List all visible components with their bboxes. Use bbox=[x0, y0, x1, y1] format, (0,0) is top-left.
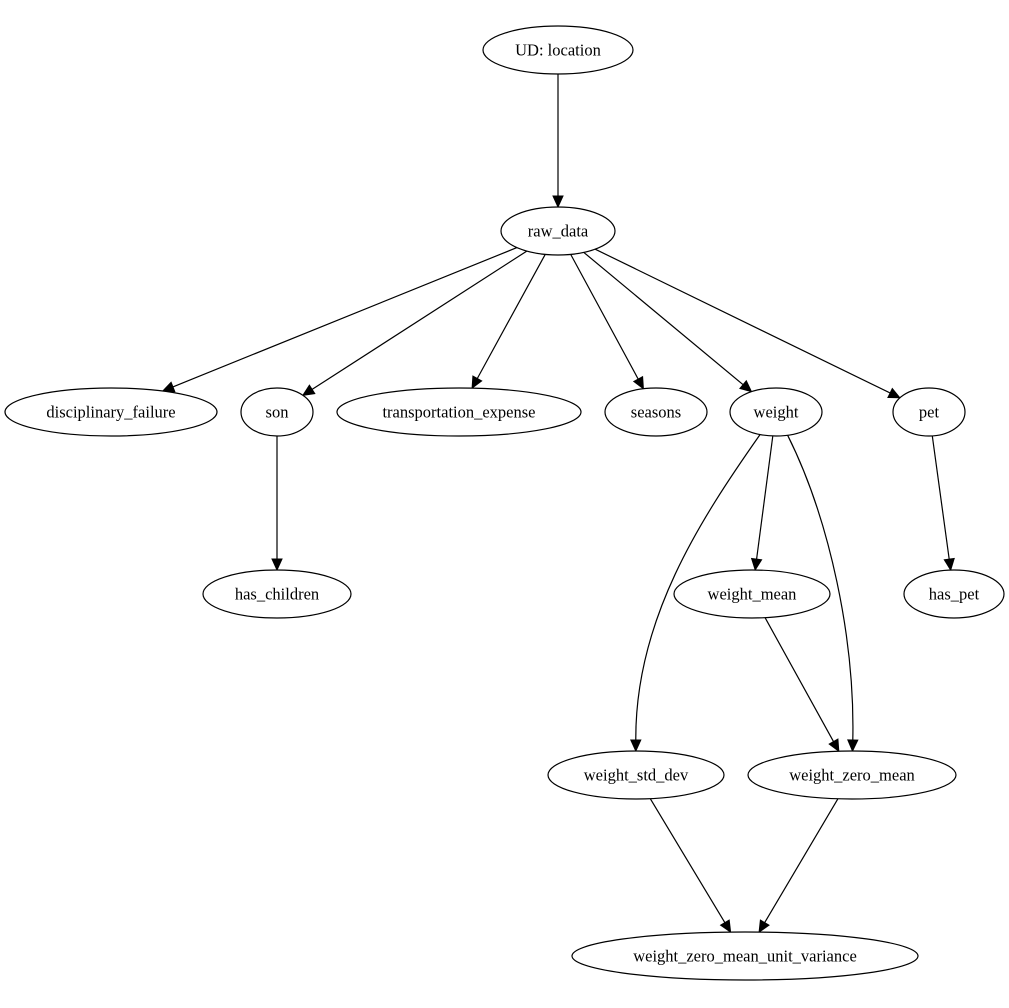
edge-line bbox=[764, 617, 835, 742]
edge-weight-to-weight_zero_mean bbox=[787, 434, 859, 753]
arrowhead bbox=[552, 195, 564, 209]
arrowhead bbox=[943, 557, 955, 572]
edge-line bbox=[764, 798, 839, 923]
node-ellipse bbox=[604, 387, 708, 437]
edge-line bbox=[635, 434, 761, 741]
node-label: weight_zero_mean_unit_variance bbox=[633, 947, 857, 966]
edge-line bbox=[172, 247, 518, 388]
arrowhead bbox=[887, 387, 901, 399]
node-label: disciplinary_failure bbox=[46, 403, 175, 422]
node-weight-std-dev: weight_std_dev bbox=[547, 750, 725, 800]
arrowhead bbox=[632, 375, 644, 390]
arrowhead bbox=[739, 379, 753, 393]
edge-son-to-has_children bbox=[271, 436, 283, 572]
node-pet: pet bbox=[892, 387, 966, 437]
node-ellipse bbox=[240, 387, 314, 437]
edge-line bbox=[787, 434, 854, 741]
arrowhead bbox=[828, 738, 840, 753]
arrowhead bbox=[750, 557, 763, 572]
node-ellipse bbox=[673, 569, 831, 619]
edge-pet-to-has_pet bbox=[931, 435, 955, 572]
edge-line bbox=[583, 251, 744, 386]
edge-raw_data-to-disciplinary_failure bbox=[161, 247, 518, 393]
node-weight-zero-mean-unit-variance: weight_zero_mean_unit_variance bbox=[571, 931, 919, 981]
node-ellipse bbox=[482, 25, 634, 75]
edge-raw_data-to-weight bbox=[583, 251, 753, 393]
node-ellipse bbox=[747, 750, 957, 800]
edges-layer bbox=[161, 74, 955, 934]
node-label: weight bbox=[754, 403, 799, 422]
node-ellipse bbox=[547, 750, 725, 800]
edge-weight-to-weight_mean bbox=[750, 435, 774, 572]
edge-raw_data-to-pet bbox=[594, 248, 901, 399]
arrowhead bbox=[758, 919, 770, 934]
edge-line bbox=[649, 798, 726, 924]
node-label: weight_mean bbox=[708, 585, 797, 604]
arrowhead bbox=[301, 384, 316, 396]
node-seasons: seasons bbox=[604, 387, 708, 437]
node-has-children: has_children bbox=[202, 569, 352, 619]
node-disciplinary-failure: disciplinary_failure bbox=[4, 387, 218, 437]
node-son: son bbox=[240, 387, 314, 437]
node-label: UD: location bbox=[515, 41, 601, 60]
node-raw-data: raw_data bbox=[500, 206, 616, 256]
node-ellipse bbox=[202, 569, 352, 619]
node-weight: weight bbox=[729, 387, 823, 437]
node-label: weight_zero_mean bbox=[789, 766, 915, 785]
node-weight-mean: weight_mean bbox=[673, 569, 831, 619]
arrowhead bbox=[271, 558, 283, 572]
node-label: weight_std_dev bbox=[584, 766, 689, 785]
node-ellipse bbox=[571, 931, 919, 981]
node-ellipse bbox=[500, 206, 616, 256]
arrowhead bbox=[719, 919, 732, 934]
node-ellipse bbox=[892, 387, 966, 437]
node-ellipse bbox=[903, 569, 1005, 619]
edge-raw_data-to-seasons bbox=[570, 254, 644, 390]
edge-weight_mean-to-weight_zero_mean bbox=[764, 617, 840, 753]
edge-raw_data-to-son bbox=[301, 250, 528, 396]
edge-line bbox=[570, 254, 639, 380]
edge-line bbox=[476, 254, 546, 379]
edge-ud_location-to-raw_data bbox=[552, 74, 564, 209]
node-ellipse bbox=[336, 387, 582, 437]
arrowhead bbox=[161, 381, 176, 393]
edge-weight-to-weight_std_dev bbox=[630, 434, 761, 753]
nodes-layer: UD: location raw_data disciplinary_failure… bbox=[4, 25, 1005, 981]
edge-line bbox=[311, 250, 528, 390]
edge-line bbox=[594, 248, 891, 394]
node-label: pet bbox=[919, 403, 940, 422]
node-ellipse bbox=[4, 387, 218, 437]
edge-raw_data-to-transportation_expense bbox=[471, 254, 546, 390]
edge-line bbox=[931, 435, 950, 560]
node-label: raw_data bbox=[528, 222, 589, 241]
arrowhead bbox=[630, 739, 642, 753]
edge-line bbox=[756, 435, 774, 560]
arrowhead bbox=[471, 375, 483, 390]
node-ellipse bbox=[729, 387, 823, 437]
edge-weight_std_dev-to-weight_zero_mean_unit_variance bbox=[649, 798, 732, 934]
node-transportation-expense: transportation_expense bbox=[336, 387, 582, 437]
node-label: has_children bbox=[235, 585, 319, 604]
node-label: transportation_expense bbox=[382, 403, 535, 422]
arrowhead bbox=[847, 739, 859, 753]
node-label: has_pet bbox=[929, 585, 980, 604]
node-label: son bbox=[266, 403, 289, 422]
node-weight-zero-mean: weight_zero_mean bbox=[747, 750, 957, 800]
edge-weight_zero_mean-to-weight_zero_mean_unit_variance bbox=[758, 798, 839, 934]
node-ud-location: UD: location bbox=[482, 25, 634, 75]
node-label: seasons bbox=[631, 403, 681, 422]
node-has-pet: has_pet bbox=[903, 569, 1005, 619]
